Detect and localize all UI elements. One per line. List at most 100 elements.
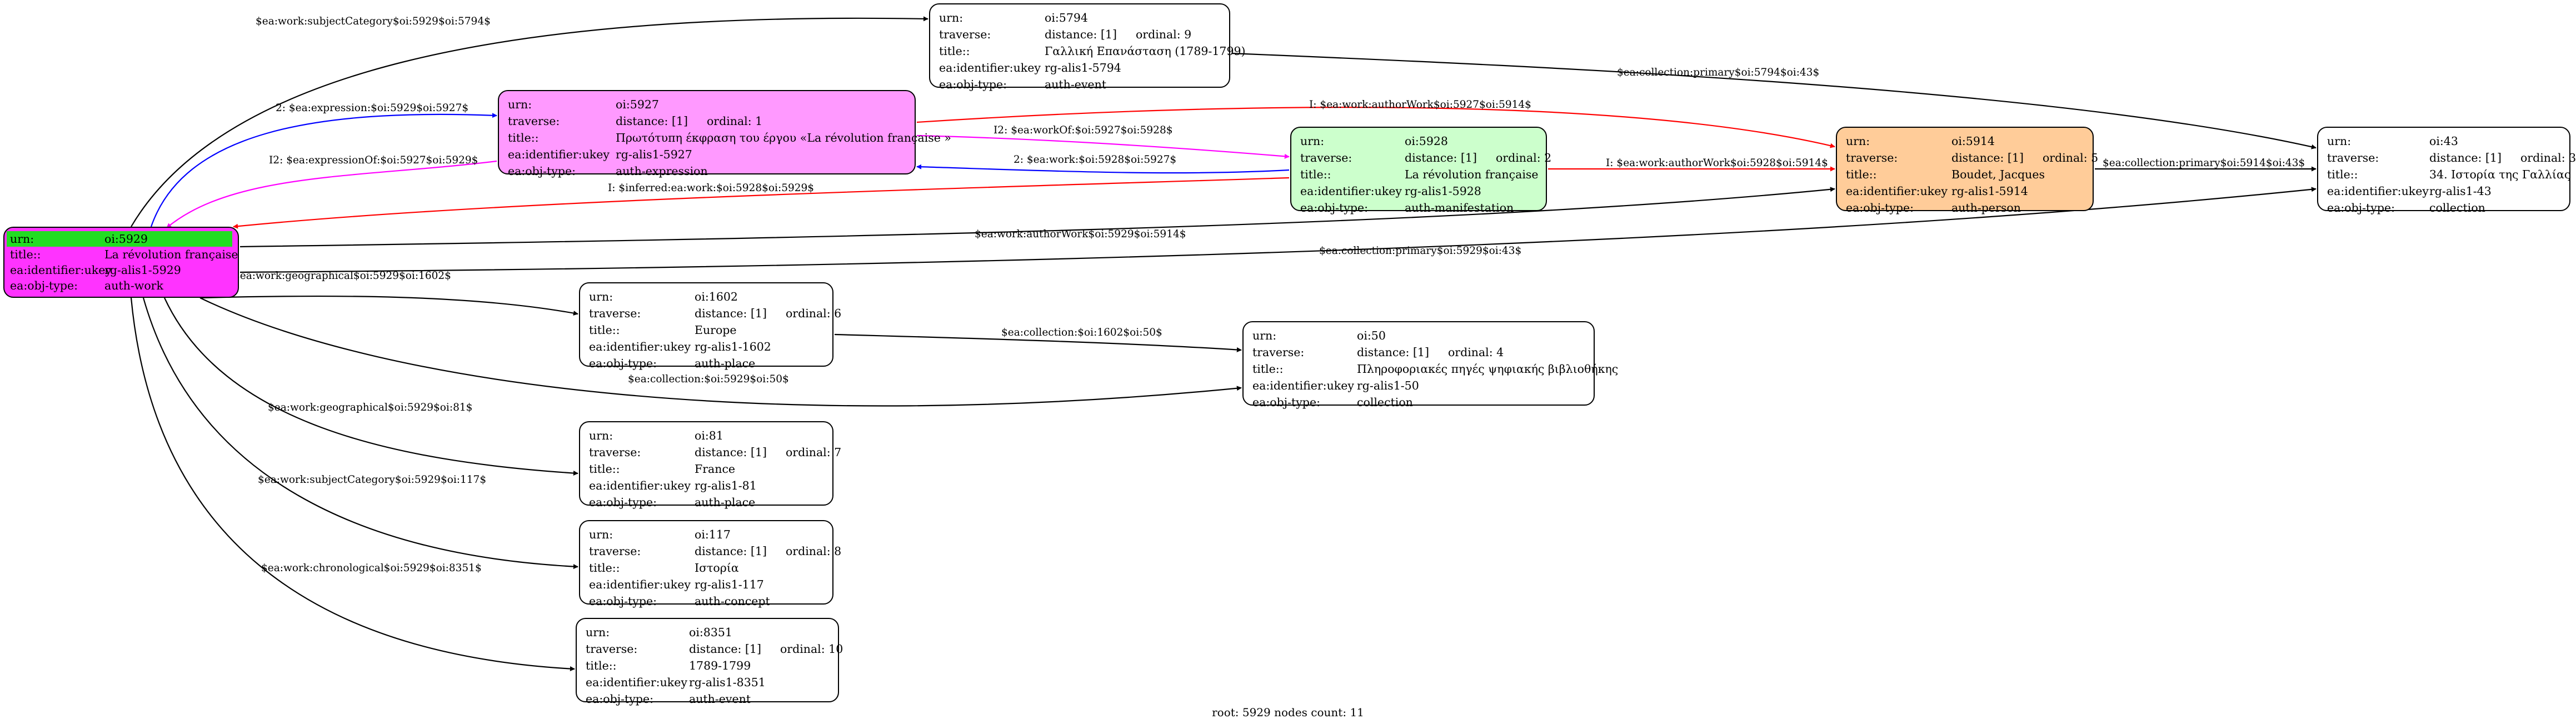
field-key: title:: bbox=[2327, 168, 2358, 181]
field-key: urn: bbox=[2327, 134, 2352, 148]
field-key: traverse: bbox=[586, 642, 638, 656]
field-value: rg-alis1-1602 bbox=[695, 340, 771, 353]
field-value: oi:5929 bbox=[104, 232, 148, 246]
field-value: rg-alis1-50 bbox=[1357, 379, 1419, 392]
field-key: ea:identifier:ukey bbox=[1846, 184, 1948, 198]
field-key: ea:identifier:ukey bbox=[508, 148, 610, 161]
field-key: ea:obj-type: bbox=[1252, 396, 1320, 409]
field-key: ea:identifier:ukey bbox=[2327, 184, 2429, 198]
field-value: rg-alis1-81 bbox=[695, 479, 757, 492]
field-key: title:: bbox=[10, 248, 41, 261]
field-key: title:: bbox=[508, 131, 539, 144]
field-value: rg-alis1-117 bbox=[695, 578, 764, 591]
field-value: 34. Ιστορία της Γαλλίας bbox=[2429, 168, 2571, 181]
field-value: oi:1602 bbox=[695, 290, 738, 303]
field-value: oi:81 bbox=[695, 429, 723, 442]
edge-label-e16: $ea:work:geographical$oi:5929$oi:81$ bbox=[268, 402, 472, 413]
field-key: ea:identifier:ukey bbox=[589, 479, 691, 492]
node-row-title: title::Γαλλική Επανάσταση (1789-1799) bbox=[939, 43, 1246, 59]
field-key: urn: bbox=[10, 232, 34, 246]
field-value: 1789-1799 bbox=[689, 659, 751, 672]
node-row-title: title::Ιστορία bbox=[589, 560, 823, 576]
field-value: distance: [1] bbox=[695, 307, 767, 320]
field-key: urn: bbox=[586, 626, 610, 639]
node-row-traverse: traverse:distance: [1]ordinal: 8 bbox=[589, 543, 841, 560]
node-row-urn: urn: oi:43 bbox=[2327, 133, 2560, 149]
field-value: oi:8351 bbox=[689, 626, 732, 639]
field-value: Πρωτότυπη έκφραση του έργου «La révoluti… bbox=[616, 131, 951, 144]
field-key: urn: bbox=[1846, 134, 1870, 148]
field-key: urn: bbox=[939, 11, 963, 24]
field-value: France bbox=[695, 462, 736, 476]
field-value: oi:50 bbox=[1357, 329, 1386, 342]
field-value: distance: [1] bbox=[1045, 28, 1117, 41]
field-key: ea:obj-type: bbox=[10, 279, 78, 292]
field-key: traverse: bbox=[1252, 346, 1305, 359]
edge-e18 bbox=[130, 297, 575, 672]
field-ordinal: ordinal: 10 bbox=[780, 642, 843, 656]
field-value: auth-expression bbox=[616, 164, 708, 178]
field-value: distance: [1] bbox=[616, 114, 688, 128]
node-row-urn: urn:oi:5928 bbox=[1300, 133, 1537, 149]
field-value: La révolution française bbox=[1405, 168, 1539, 181]
field-key: title:: bbox=[939, 44, 970, 58]
field-key: ea:obj-type: bbox=[2327, 201, 2395, 214]
node-row-title: title::Πρωτότυπη έκφραση του έργου «La r… bbox=[508, 129, 951, 146]
field-value: oi:117 bbox=[695, 528, 731, 541]
field-key: ea:obj-type: bbox=[939, 78, 1007, 91]
field-value: distance: [1] bbox=[695, 446, 767, 459]
edge-label-e4: I2: $ea:workOf:$oi:5927$oi:5928$ bbox=[994, 124, 1173, 136]
node-row-urn: urn: oi:5929 bbox=[7, 231, 232, 247]
field-value: rg-alis1-5794 bbox=[1045, 61, 1121, 74]
field-value: rg-alis1-8351 bbox=[689, 676, 766, 689]
field-ordinal: ordinal: 3 bbox=[2520, 151, 2576, 164]
node-row-title: title::Boudet, Jacques bbox=[1846, 166, 2084, 183]
node-row-urn: urn:oi:81 bbox=[589, 427, 823, 444]
node-row-obj-type: ea:obj-type:auth-manifestation bbox=[1300, 199, 1537, 216]
edge-e12 bbox=[239, 187, 2317, 273]
node-oi-8351[interactable]: urn: oi:8351 traverse: distance: [1] ordinal… bbox=[576, 618, 843, 706]
node-row-traverse: traverse: distance: [1] ordinal: 10 bbox=[586, 641, 843, 657]
edge-label-e9: $ea:collection:primary$oi:5794$oi:43$ bbox=[1617, 67, 1819, 78]
edge-e6 bbox=[916, 107, 1835, 148]
field-key: ea:obj-type: bbox=[586, 692, 653, 706]
node-row-urn: urn: oi:8351 bbox=[586, 624, 829, 641]
field-value: distance: [1] bbox=[1405, 151, 1477, 164]
edge-label-e2: 2: $ea:expression:$oi:5929$oi:5927$ bbox=[276, 102, 468, 114]
field-value: rg-alis1-5929 bbox=[104, 263, 181, 277]
field-value: rg-alis1-5928 bbox=[1405, 184, 1481, 198]
field-value: oi:43 bbox=[2429, 134, 2458, 148]
field-key: ea:identifier:ukey bbox=[10, 263, 112, 277]
field-key: ea:obj-type: bbox=[589, 357, 657, 370]
field-value: collection bbox=[2429, 201, 2485, 214]
field-value: auth-place bbox=[695, 496, 756, 509]
field-value: distance: [1] bbox=[689, 642, 761, 656]
edge-label-e11: $ea:work:authorWork$oi:5929$oi:5914$ bbox=[975, 228, 1186, 240]
field-key: traverse: bbox=[939, 28, 991, 41]
field-value: auth-person bbox=[1951, 201, 2021, 214]
edge-e5 bbox=[916, 164, 1290, 174]
node-row-obj-type: ea:obj-type:auth-concept bbox=[589, 593, 823, 610]
edge-e16 bbox=[164, 297, 578, 476]
edge-label-e1: $ea:work:subjectCategory$oi:5929$oi:5794… bbox=[256, 16, 491, 27]
field-value: rg-alis1-5914 bbox=[1951, 184, 2028, 198]
edge-label-e13: $ea:work:geographical$oi:5929$oi:1602$ bbox=[233, 270, 451, 282]
node-row-traverse: traverse:distance: [1]ordinal: 2 bbox=[1300, 149, 1551, 166]
field-ordinal: ordinal: 4 bbox=[1447, 346, 1504, 359]
